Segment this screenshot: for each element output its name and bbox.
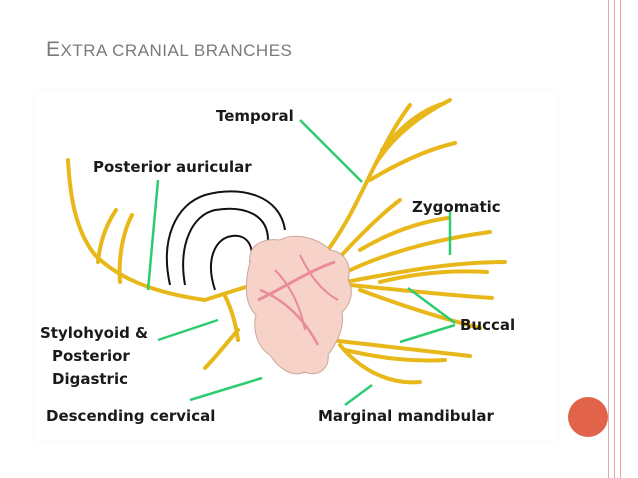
- pointer-marginal-mandibular: [344, 383, 373, 407]
- label-stylohyoid-line3: Digastric: [52, 370, 128, 388]
- label-stylohyoid-line1: Stylohyoid &: [40, 324, 148, 342]
- right-border-line: [620, 0, 621, 478]
- pointer-descending-cervical: [189, 376, 263, 402]
- label-descending-cervical: Descending cervical: [46, 407, 215, 425]
- label-marginal-mandibular: Marginal mandibular: [318, 407, 494, 425]
- slide-title: EXTRA CRANIAL BRANCHES: [46, 38, 293, 61]
- right-border-line: [608, 0, 609, 478]
- label-stylohyoid-line2: Posterior: [52, 347, 130, 365]
- label-pointers: [146, 119, 456, 407]
- pointer-posterior-auricular: [146, 179, 160, 291]
- ear-outline: [165, 190, 286, 291]
- accent-circle: [568, 397, 608, 437]
- pointer-buccal-1: [407, 286, 456, 325]
- right-border-line: [614, 0, 615, 478]
- label-temporal: Temporal: [216, 107, 294, 125]
- pointer-stylohyoid: [157, 318, 219, 342]
- label-posterior-auricular: Posterior auricular: [93, 158, 252, 176]
- pointer-temporal: [299, 119, 363, 183]
- label-zygomatic: Zygomatic: [412, 198, 501, 216]
- label-buccal: Buccal: [460, 316, 515, 334]
- parotid-gland: [245, 235, 352, 375]
- pointer-buccal-2: [399, 323, 456, 344]
